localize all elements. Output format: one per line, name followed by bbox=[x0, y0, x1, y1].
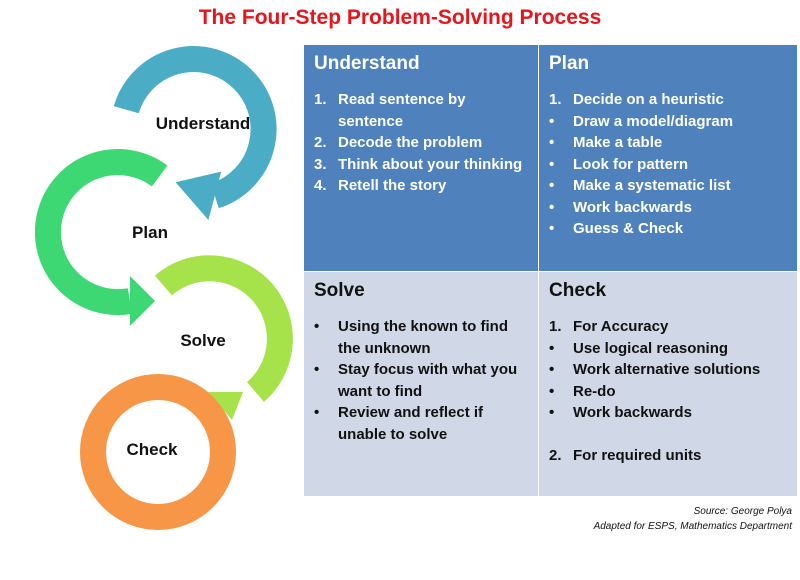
list-item: 1. Read sentence by sentence bbox=[314, 89, 530, 132]
list-marker: • bbox=[549, 112, 555, 130]
list-item: • Using the known to find the unknown bbox=[314, 316, 530, 359]
list-text: For required units bbox=[573, 446, 702, 464]
list-marker: • bbox=[314, 318, 320, 335]
list-marker: • bbox=[549, 361, 555, 378]
list-item: 1. For Accuracy bbox=[549, 316, 789, 338]
list-text: For Accuracy bbox=[573, 318, 669, 335]
cycle-diagram: Understand Plan Solve Check bbox=[34, 46, 293, 530]
list-marker: • bbox=[549, 382, 555, 400]
list-item: • Work backwards bbox=[549, 402, 789, 424]
solve-arrow bbox=[154, 255, 293, 420]
list-marker: 4. bbox=[314, 177, 327, 194]
list-item: 1. Decide on a heuristic bbox=[549, 89, 789, 111]
understand-arrow bbox=[113, 46, 277, 220]
plan-arrow bbox=[34, 149, 168, 326]
list-text: Make a table bbox=[573, 134, 663, 151]
list-marker: • bbox=[549, 404, 555, 421]
list-marker: • bbox=[549, 198, 555, 216]
list-text: Work backwards bbox=[573, 404, 692, 421]
check-heading: Check bbox=[549, 280, 607, 301]
list-item: • Review and reflect if unable to solve bbox=[314, 402, 530, 445]
step-understand-label: Understand bbox=[156, 114, 250, 133]
check-cell: Check 1. For Accuracy • Use logical reason… bbox=[539, 272, 798, 497]
list-marker: • bbox=[549, 339, 555, 357]
list-marker: • bbox=[549, 177, 555, 194]
list-marker: • bbox=[314, 404, 320, 421]
list-item: • Draw a model/diagram bbox=[549, 111, 789, 133]
page-title: The Four-Step Problem-Solving Process bbox=[198, 6, 602, 29]
list-marker: 1. bbox=[314, 91, 327, 108]
solve-list: • Using the known to find the unknown • St… bbox=[314, 316, 530, 445]
list-text: Look for pattern bbox=[573, 155, 688, 173]
list-text: Guess & Check bbox=[573, 220, 684, 237]
list-text: Work backwards bbox=[573, 198, 692, 216]
list-marker: 1. bbox=[549, 318, 562, 335]
list-item: 4. Retell the story bbox=[314, 175, 530, 197]
list-marker: 3. bbox=[314, 155, 327, 173]
solve-cell: Solve • Using the known to find the unkno… bbox=[304, 272, 539, 497]
list-text: Use logical reasoning bbox=[573, 339, 729, 357]
check-list: 1. For Accuracy • Use logical reasoning • W… bbox=[549, 316, 789, 466]
list-marker: 1. bbox=[549, 91, 562, 108]
list-marker: • bbox=[314, 361, 320, 378]
list-text: Using the known to find the unknown bbox=[338, 318, 508, 357]
step-plan-label: Plan bbox=[132, 223, 168, 242]
source-note: Source: George Polya Adapted for ESPS, M… bbox=[594, 504, 792, 534]
list-marker: 2. bbox=[314, 134, 327, 151]
list-text: Retell the story bbox=[338, 177, 447, 194]
list-text: Decide on a heuristic bbox=[573, 91, 724, 108]
list-item: • Stay focus with what you want to find bbox=[314, 359, 530, 402]
list-item: • Work alternative solutions bbox=[549, 359, 789, 381]
understand-heading: Understand bbox=[314, 53, 420, 74]
plan-cell: Plan 1. Decide on a heuristic • Draw a mod… bbox=[539, 45, 798, 272]
list-item: • Make a systematic list bbox=[549, 175, 789, 197]
understand-cell: Understand 1. Read sentence by sentence 2… bbox=[304, 45, 539, 272]
list-text: Stay focus with what you want to find bbox=[338, 361, 518, 400]
list-text: Decode the problem bbox=[338, 134, 483, 151]
list-item: • Re-do bbox=[549, 381, 789, 403]
source-adaptation-line: Adapted for ESPS, Mathematics Department bbox=[593, 521, 792, 532]
list-item: 3. Think about your thinking bbox=[314, 154, 530, 176]
plan-list: 1. Decide on a heuristic • Draw a model/di… bbox=[549, 89, 789, 240]
source-line: Source: George Polya bbox=[693, 506, 792, 517]
list-text: Read sentence by sentence bbox=[338, 91, 466, 130]
list-item: • Use logical reasoning bbox=[549, 338, 789, 360]
solve-heading: Solve bbox=[314, 280, 365, 301]
step-check-label: Check bbox=[126, 440, 178, 459]
list-text: Work alternative solutions bbox=[573, 361, 761, 378]
list-item: • Make a table bbox=[549, 132, 789, 154]
list-marker: • bbox=[549, 155, 555, 173]
understand-list: 1. Read sentence by sentence 2. Decode the… bbox=[314, 89, 530, 197]
list-item: • Guess & Check bbox=[549, 218, 789, 240]
list-text: Re-do bbox=[573, 382, 616, 400]
step-solve-label: Solve bbox=[180, 331, 225, 350]
list-text: Make a systematic list bbox=[573, 177, 731, 194]
list-text: Think about your thinking bbox=[338, 155, 523, 173]
check-ring bbox=[80, 374, 236, 530]
list-marker: • bbox=[549, 134, 555, 151]
plan-heading: Plan bbox=[549, 53, 590, 74]
list-text: Draw a model/diagram bbox=[573, 112, 734, 130]
list-item: 2. Decode the problem bbox=[314, 132, 530, 154]
list-marker: • bbox=[549, 220, 555, 237]
steps-table: Understand 1. Read sentence by sentence 2… bbox=[304, 45, 798, 497]
list-marker: 2. bbox=[549, 446, 562, 464]
list-item: • Look for pattern bbox=[549, 154, 789, 176]
list-text: Review and reflect if unable to solve bbox=[338, 404, 484, 443]
list-item: • Work backwards bbox=[549, 197, 789, 219]
list-item: 2. For required units bbox=[549, 445, 789, 467]
